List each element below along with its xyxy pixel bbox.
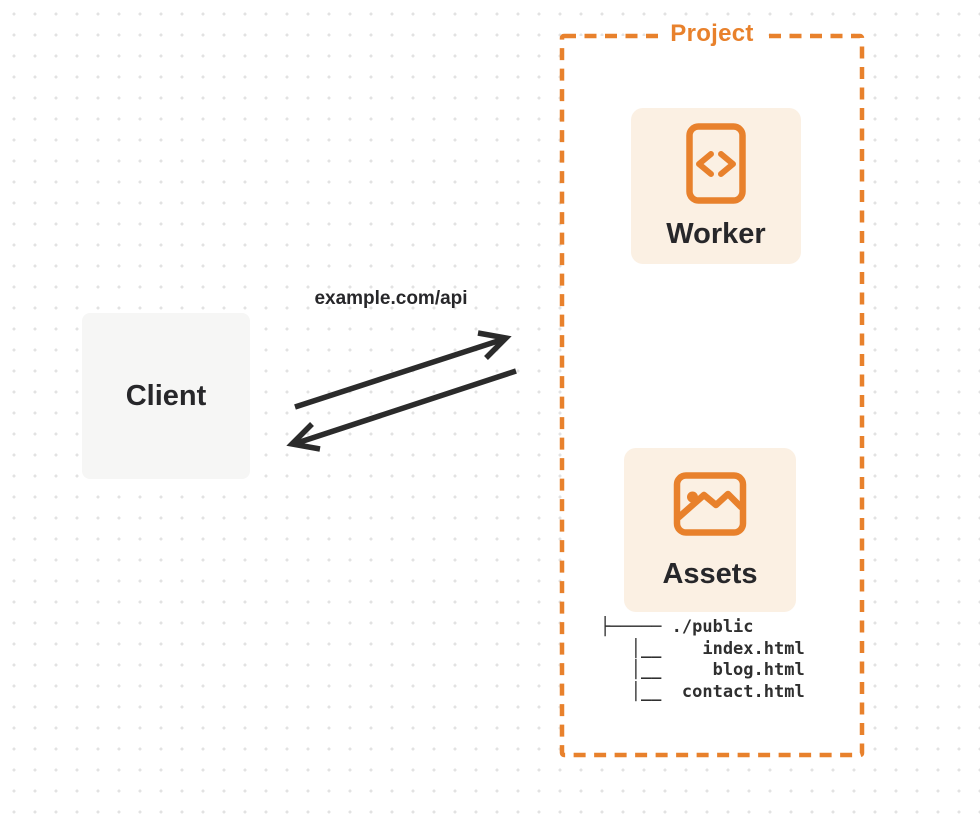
- file-tree-line: │__ blog.html: [600, 660, 805, 680]
- code-file-icon: [686, 123, 746, 204]
- file-tree-line: ├───── ./public: [600, 617, 754, 637]
- image-icon: [673, 471, 747, 536]
- client-label: Client: [125, 379, 207, 412]
- file-tree-line: │__ index.html: [600, 638, 805, 659]
- client-node: Client: [82, 313, 250, 479]
- file-tree: ├───── ./public │__ index.html │__ blog.…: [600, 617, 805, 703]
- file-tree-line: │__ contact.html: [600, 681, 805, 702]
- worker-label: Worker: [666, 218, 766, 250]
- request-arrow: [294, 330, 512, 410]
- request-url-label: example.com/api: [314, 288, 468, 309]
- assets-card: Assets: [624, 448, 796, 612]
- project-label: Project: [562, 20, 862, 48]
- project-label-text: Project: [660, 20, 764, 48]
- worker-card: Worker: [631, 108, 801, 264]
- assets-label: Assets: [662, 557, 758, 590]
- response-arrow: [286, 368, 517, 452]
